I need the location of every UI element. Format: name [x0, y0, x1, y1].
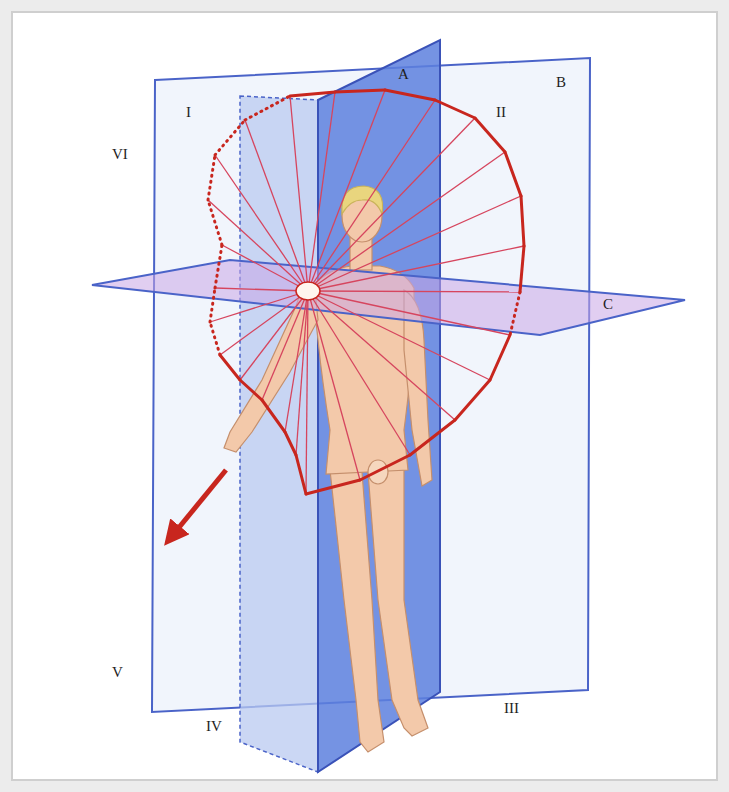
circumduction-path	[410, 420, 455, 455]
radius-spoke	[308, 92, 335, 291]
circumduction-path	[220, 355, 240, 380]
circumduction-path	[215, 120, 245, 155]
circumduction-path	[475, 118, 505, 152]
radius-spoke	[285, 291, 308, 432]
plane-letter: C	[603, 296, 613, 312]
radius-spoke	[308, 291, 520, 292]
shoulder-joint	[296, 282, 320, 300]
circumduction-path	[296, 455, 306, 494]
circumduction-path	[245, 96, 290, 120]
radius-spoke	[308, 291, 410, 455]
circumduction-path	[505, 152, 521, 196]
circumduction-path	[360, 455, 410, 480]
circumduction-path	[262, 400, 285, 432]
circumduction-path	[285, 432, 296, 455]
circumduction-path	[455, 380, 490, 420]
radius-spoke	[290, 96, 308, 291]
circumduction-path	[335, 90, 385, 92]
circumduction-path	[208, 200, 222, 245]
circumduction-path	[290, 92, 335, 96]
radius-spoke	[210, 291, 308, 322]
circumduction-path	[210, 288, 215, 322]
region-numeral: V	[112, 664, 123, 680]
circumduction-path	[210, 322, 220, 355]
radius-spoke	[245, 120, 308, 291]
circumduction-path	[215, 245, 222, 288]
region-numeral: III	[504, 700, 519, 716]
circumduction-path	[521, 196, 524, 246]
radius-spoke	[308, 291, 455, 420]
circumduction-path	[520, 246, 524, 292]
circumduction-path	[306, 480, 360, 494]
radius-spoke	[208, 200, 308, 291]
circumduction-path	[240, 380, 262, 400]
region-numeral: IV	[206, 718, 222, 734]
region-numeral: I	[186, 104, 191, 120]
radius-spoke	[308, 291, 510, 335]
radius-spoke	[308, 291, 360, 480]
horizontal-plane	[92, 260, 685, 335]
radius-spoke	[308, 246, 524, 291]
radius-spoke	[215, 288, 308, 291]
direction-arrow	[172, 470, 226, 536]
radius-spoke	[308, 90, 385, 291]
plane-letter: A	[398, 66, 409, 82]
frame	[12, 12, 717, 780]
circumduction-path	[208, 155, 215, 200]
radius-spoke	[308, 118, 475, 291]
region-numeral: II	[496, 104, 506, 120]
circumduction-path	[510, 292, 520, 335]
region-numeral: VI	[112, 146, 128, 162]
circumduction-path	[385, 90, 435, 100]
radius-spoke	[215, 155, 308, 291]
plane-letter: B	[556, 74, 566, 90]
sagittal-plane-back	[240, 96, 318, 772]
spoke-group	[208, 90, 524, 494]
radius-spoke	[308, 196, 521, 291]
radius-spoke	[220, 291, 308, 355]
circumduction-path	[490, 335, 510, 380]
circumduction-path	[435, 100, 475, 118]
radius-spoke	[240, 291, 308, 380]
